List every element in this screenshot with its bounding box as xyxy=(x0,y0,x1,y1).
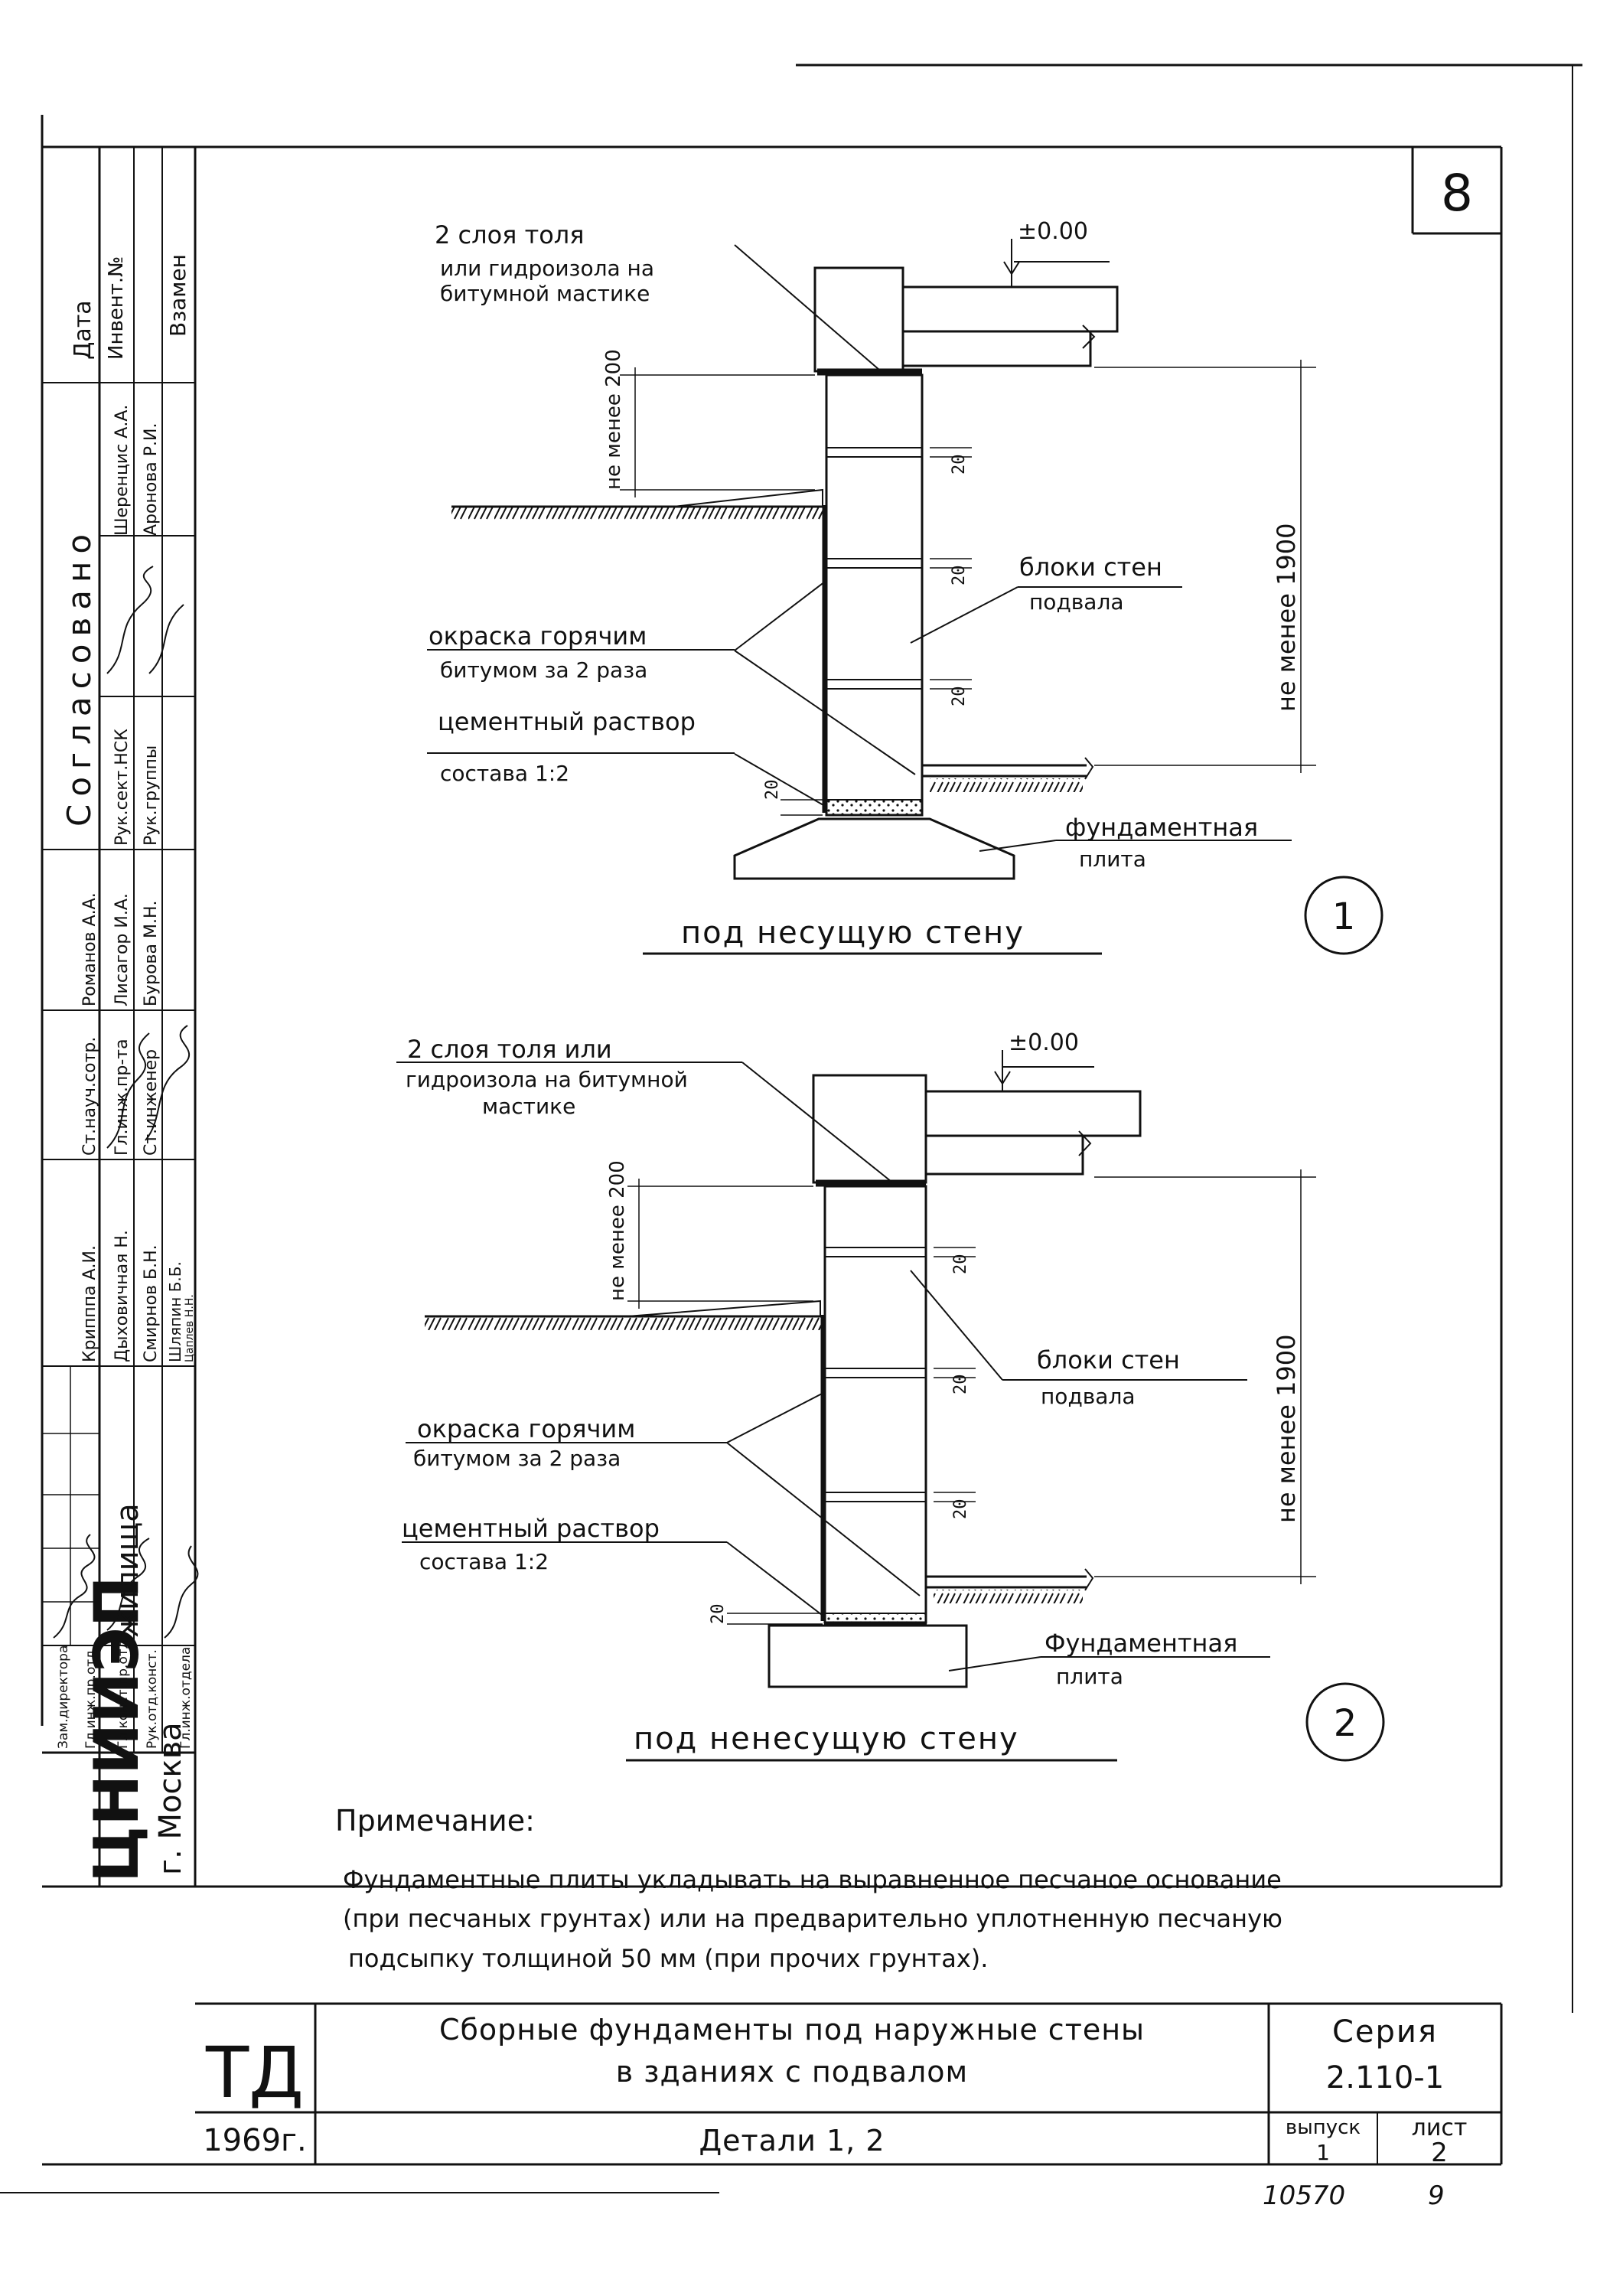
d1-level: ±0.00 xyxy=(1018,218,1088,245)
d2-blocks-label: блоки стен xyxy=(1037,1345,1180,1375)
role-cell: Ст.инженер xyxy=(142,1049,161,1156)
name-cell: Бурова М.Н. xyxy=(142,901,161,1007)
d1-blocks-label: блоки стен xyxy=(1019,553,1162,582)
tb-series-label: Серия xyxy=(1332,2014,1438,2050)
tb-title: Сборные фундаменты под наружные стены xyxy=(439,2013,1145,2047)
d2-mortar-label: цементный раствор xyxy=(402,1514,660,1543)
d2-blocks-label: подвала xyxy=(1041,1384,1136,1409)
d2-dim-20: 20 xyxy=(951,1499,970,1520)
d1-plate-label: фундаментная xyxy=(1065,813,1258,842)
d1-paint-label: битумом за 2 раза xyxy=(440,657,647,683)
name-cell: Шляпин Б.Б. xyxy=(166,1261,184,1362)
d1-dim-20: 20 xyxy=(950,566,969,586)
role-cell: Гл.инж.пр.отд. xyxy=(83,1646,99,1749)
d2-mortar-label: состава 1:2 xyxy=(419,1549,549,1574)
d2-marker-circle xyxy=(1305,1682,1385,1762)
org-city: г. Москва xyxy=(153,1722,188,1875)
tb-title: в зданиях с подвалом xyxy=(616,2055,968,2089)
tb-detail: Детали 1, 2 xyxy=(699,2124,885,2157)
approver-role: Рук.группы xyxy=(142,745,161,846)
bottom-left-number: 10570 xyxy=(1263,2180,1345,2211)
d1-plate-label: плита xyxy=(1079,846,1146,872)
tb-code: ТД xyxy=(205,2032,304,2114)
d1-layers-note: 2 слоя толя xyxy=(435,220,585,249)
d1-paint-label: окраска горячим xyxy=(429,621,647,651)
d1-marker-circle xyxy=(1304,876,1383,955)
d2-title: под ненесущую стену xyxy=(634,1721,1019,1756)
d1-title: под несущую стену xyxy=(681,915,1025,951)
note-line: (при песчаных грунтах) или на предварите… xyxy=(343,1904,1282,1933)
name-cell: Крипппа А.И. xyxy=(80,1245,99,1362)
d1-layers-note: битумной мастике xyxy=(440,281,650,306)
d1-dim-200: не менее 200 xyxy=(602,349,625,490)
d2-plate-label: Фундаментная xyxy=(1045,1629,1237,1658)
title-block xyxy=(42,2002,1503,2166)
d2-layers-note: мастике xyxy=(482,1094,575,1119)
d2-dim-200: не менее 200 xyxy=(606,1160,629,1301)
side-stamp xyxy=(42,147,197,1887)
d2-marker: 2 xyxy=(1334,1702,1357,1745)
d1-dim-20: 20 xyxy=(950,687,969,707)
tb-issue-value: 1 xyxy=(1316,2140,1330,2165)
d1-dim-1900: не менее 1900 xyxy=(1272,523,1301,712)
d2-paint-label: битумом за 2 раза xyxy=(413,1446,621,1471)
d1-dim-20: 20 xyxy=(763,780,782,801)
d2-dim-20: 20 xyxy=(709,1604,728,1625)
approver-role: Рук.сект.НСК xyxy=(112,729,132,846)
d2-level: ±0.00 xyxy=(1009,1029,1079,1056)
d2-plate-label: плита xyxy=(1056,1664,1123,1689)
note-line: Фундаментные плиты укладывать на выравне… xyxy=(343,1865,1282,1894)
name-cell: Дыховичная Н. xyxy=(112,1230,132,1362)
tb-sheet-value: 2 xyxy=(1431,2138,1448,2168)
org-sub: жилища xyxy=(110,1503,145,1638)
date-label: Дата xyxy=(70,300,96,360)
approved-header: Согласовано xyxy=(60,527,98,827)
tb-issue-label: выпуск xyxy=(1286,2116,1361,2139)
org-main: ЦНИИЭП xyxy=(81,1576,152,1883)
bottom-right-number: 9 xyxy=(1428,2180,1445,2211)
name-cell: Романов А.А. xyxy=(80,892,99,1006)
detail-1-drawing xyxy=(427,239,1316,955)
d1-dim-20: 20 xyxy=(950,455,969,475)
role-cell: Гл.конст.пр.отд. xyxy=(116,1636,131,1749)
sheet-number: 8 xyxy=(1441,164,1473,223)
d2-dim-1900: не менее 1900 xyxy=(1272,1334,1301,1523)
tb-year: 1969г. xyxy=(203,2123,307,2158)
d1-layers-note: или гидроизола на xyxy=(440,256,654,281)
note-line: подсыпку толщиной 50 мм (при прочих грун… xyxy=(348,1944,988,1973)
d1-marker: 1 xyxy=(1332,895,1356,938)
tb-sheet-label: лист xyxy=(1412,2115,1468,2141)
name-cell: Цаплев Н.Н. xyxy=(184,1294,196,1362)
d2-layers-note: 2 слоя толя или xyxy=(407,1035,612,1064)
d1-mortar-label: цементный раствор xyxy=(438,707,696,736)
d2-layers-note: гидроизола на битумной xyxy=(406,1067,688,1092)
d2-paint-label: окраска горячим xyxy=(417,1414,635,1443)
d1-blocks-label: подвала xyxy=(1029,589,1124,615)
replace-label: Взамен xyxy=(165,254,191,337)
d1-mortar-label: состава 1:2 xyxy=(440,761,569,786)
name-cell: Смирнов Б.Н. xyxy=(142,1244,161,1362)
role-cell: Зам.директора xyxy=(56,1645,71,1749)
role-cell: Рук.отд.конст. xyxy=(145,1649,160,1749)
tb-series-value: 2.110-1 xyxy=(1326,2060,1444,2095)
inv-label: Инвент.№ xyxy=(105,256,128,360)
note-heading: Примечание: xyxy=(335,1804,535,1838)
approver-name: Аронова Р.И. xyxy=(142,423,161,536)
approver-name: Шеренцис А.А. xyxy=(112,405,132,536)
role-cell: Ст.науч.сотр. xyxy=(80,1037,99,1156)
detail-2-drawing xyxy=(396,1050,1316,1762)
signatures xyxy=(53,566,199,1639)
name-cell: Лисагор И.А. xyxy=(112,893,132,1006)
role-cell: Гл.инж.отдела xyxy=(178,1647,194,1749)
d2-dim-20: 20 xyxy=(951,1254,970,1275)
d2-dim-20: 20 xyxy=(951,1375,970,1395)
